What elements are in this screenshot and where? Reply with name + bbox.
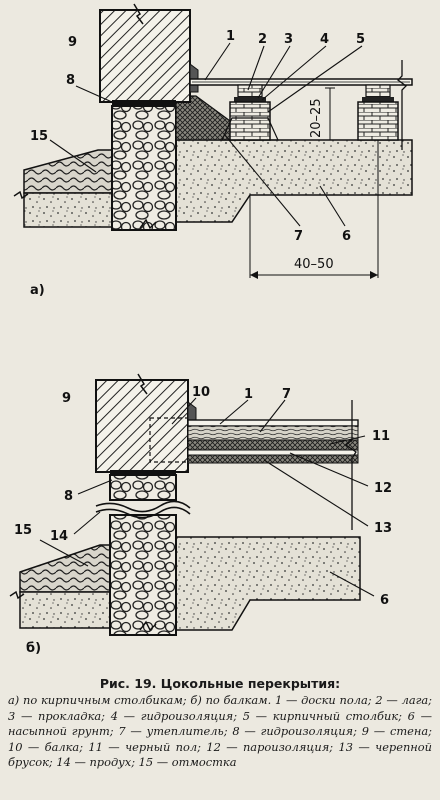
callout-b-8: 8 [64,489,73,504]
caption-title: Рис. 19. Цокольные перекрытия: [99,676,341,691]
wall-b [95,379,189,473]
callout-b-6: 6 [380,593,389,608]
callout-b-9: 9 [62,391,71,406]
callout-a-3: 3 [284,32,293,47]
brick-column-a2 [357,101,399,141]
callout-b-1: 1 [244,387,253,402]
callout-b-14: 14 [50,529,68,544]
lag-a2 [365,84,391,98]
panel-b: 9 10 1 7 11 12 8 14 13 15 6 б) [9,373,392,656]
dim-height-label: 20–25 [309,98,324,138]
panel-a: 20–25 40–50 9 1 2 3 4 5 8 15 7 6 а) [13,3,413,298]
caption-body: а) по кирпичным столбикам; б) по балкам.… [8,693,432,769]
outer-ground-b [19,591,113,629]
callout-b-10: 10 [192,385,210,400]
callout-a-5: 5 [356,32,365,47]
rubble-foundation-b [109,514,177,636]
callout-a-15: 15 [30,129,48,144]
floor-boards-b [187,419,359,427]
callout-b-7: 7 [282,387,291,402]
callout-a-9: 9 [68,35,77,50]
dim-width-label: 40–50 [294,257,334,272]
vapor-barrier-b [187,449,359,456]
panel-a-marker: а) [30,283,45,298]
callout-b-15: 15 [14,523,32,538]
callout-b-11: 11 [372,429,390,444]
callout-a-8: 8 [66,73,75,88]
brick-column-a1 [229,101,271,141]
callout-a-7: 7 [294,229,303,244]
outer-ground-a [23,192,121,228]
panel-b-marker: б) [26,641,41,656]
callout-a-2: 2 [258,32,267,47]
callout-a-4: 4 [320,32,329,47]
fill-soil-b [175,536,361,631]
rubble-foundation-a [111,105,177,231]
lag-a1 [237,84,263,98]
callout-b-13: 13 [374,521,392,536]
callout-a-6: 6 [342,229,351,244]
blind-area-b [19,544,113,593]
cranial-bar-b [187,454,359,464]
blind-area-a [23,149,121,194]
construction-diagram: 20–25 40–50 9 1 2 3 4 5 8 15 7 6 а) [9,3,413,656]
wall-a [99,9,191,103]
callout-b-12: 12 [374,481,392,496]
subfloor-b [187,439,359,451]
callout-a-1: 1 [226,29,235,44]
insulation-b [187,425,359,441]
fill-soil-a [174,139,413,223]
